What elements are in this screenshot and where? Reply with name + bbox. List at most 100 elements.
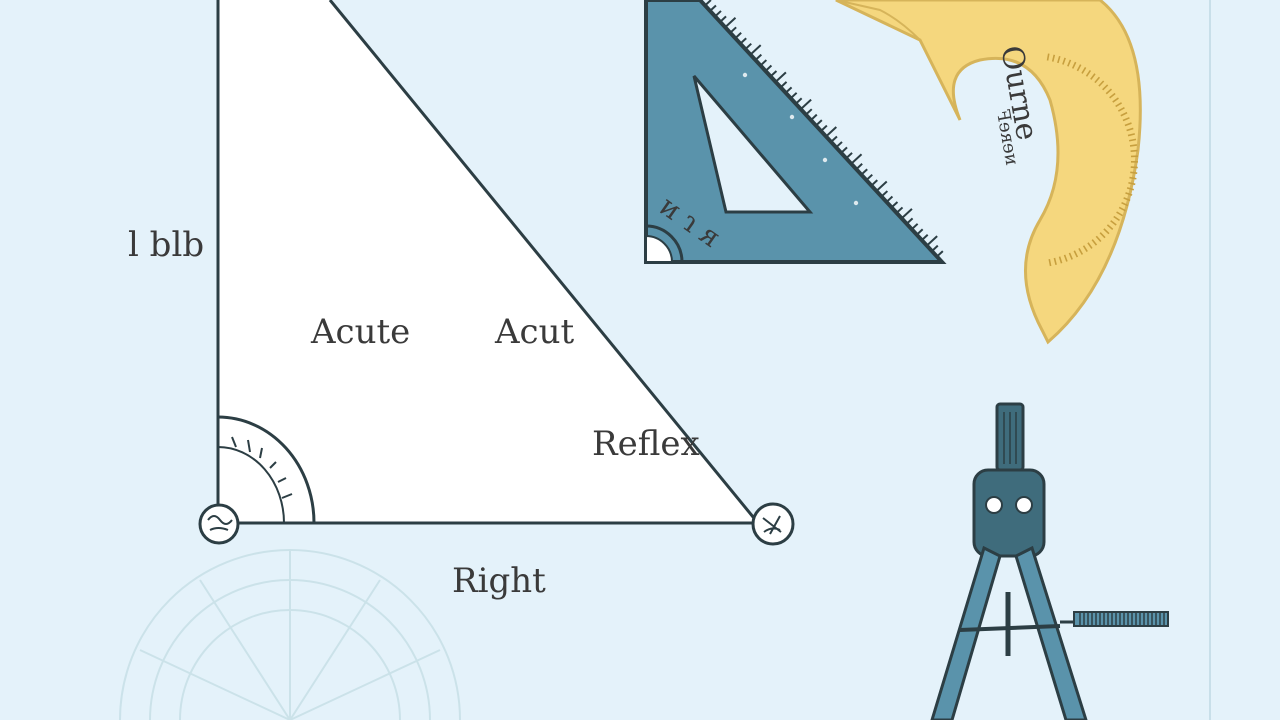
tick-mark bbox=[820, 124, 828, 132]
tick-mark bbox=[1109, 92, 1116, 99]
angle-label-acute-2: Acut bbox=[494, 312, 574, 352]
tick-mark bbox=[850, 153, 863, 165]
tick-mark bbox=[1085, 70, 1092, 77]
tick-mark bbox=[810, 113, 818, 121]
tick-mark bbox=[1082, 245, 1088, 253]
tick-mark bbox=[734, 32, 742, 39]
tick-mark bbox=[1112, 97, 1119, 103]
tick-mark bbox=[1106, 224, 1114, 231]
tick-mark bbox=[1126, 187, 1135, 191]
tick-mark bbox=[911, 223, 919, 230]
tick-mark bbox=[865, 173, 873, 181]
tick-mark bbox=[921, 234, 929, 241]
tick-mark bbox=[1126, 127, 1134, 132]
tick-mark bbox=[880, 190, 889, 198]
tick-mark bbox=[805, 108, 813, 116]
tick-mark bbox=[1090, 73, 1096, 80]
tick-mark bbox=[875, 180, 888, 192]
tick-mark bbox=[855, 163, 863, 170]
tick-mark bbox=[1105, 88, 1113, 95]
tick-mark bbox=[1051, 54, 1056, 62]
tick-mark bbox=[1071, 61, 1077, 69]
tick-mark bbox=[1057, 55, 1061, 64]
tick-mark bbox=[779, 81, 788, 89]
tick-mark bbox=[1073, 250, 1079, 258]
tick-mark bbox=[1128, 138, 1137, 142]
tick-mark bbox=[916, 228, 924, 236]
protractor-icon: Ourne ꟻɘᴙɘᴎ bbox=[835, 0, 1142, 345]
tick-mark bbox=[1068, 252, 1073, 260]
tick-mark bbox=[1098, 80, 1105, 87]
tick-mark bbox=[926, 235, 938, 247]
tick-mark bbox=[1130, 149, 1138, 152]
tick-mark bbox=[1130, 171, 1138, 174]
tick-mark bbox=[860, 168, 868, 176]
tick-mark bbox=[1129, 176, 1137, 180]
tick-mark bbox=[1118, 206, 1126, 212]
tick-mark bbox=[1053, 257, 1057, 265]
tick-mark bbox=[1067, 59, 1072, 67]
tick-mark bbox=[1099, 232, 1106, 239]
set-square-ticks bbox=[704, 0, 944, 258]
tick-mark bbox=[931, 244, 939, 252]
tick-mark bbox=[709, 4, 717, 12]
tick-mark bbox=[890, 201, 899, 209]
right-triangle bbox=[218, 0, 758, 523]
tick-mark bbox=[906, 217, 914, 225]
tick-mark bbox=[739, 37, 747, 45]
tick-mark bbox=[1124, 122, 1132, 127]
tick-mark bbox=[754, 53, 763, 61]
compass-icon bbox=[930, 402, 1169, 720]
tick-mark bbox=[785, 86, 793, 94]
tick-mark bbox=[1121, 201, 1129, 207]
tick-mark bbox=[1076, 64, 1082, 72]
compass-screw-ticks bbox=[1079, 613, 1165, 625]
right-angle-arc-icon bbox=[217, 415, 316, 524]
tick-mark bbox=[1078, 247, 1084, 255]
tick-mark bbox=[840, 146, 848, 154]
tick-mark bbox=[815, 119, 823, 127]
tick-mark bbox=[1081, 67, 1087, 74]
tick-mark bbox=[1062, 57, 1066, 65]
tick-mark bbox=[895, 206, 904, 214]
tick-mark bbox=[845, 152, 853, 160]
tick-mark bbox=[1116, 211, 1123, 217]
tick-mark bbox=[1122, 117, 1130, 122]
tick-mark bbox=[1046, 53, 1050, 61]
vertex-right-circle bbox=[751, 502, 795, 546]
tick-mark bbox=[749, 44, 762, 56]
tick-mark bbox=[1087, 242, 1093, 249]
tick-mark bbox=[1128, 181, 1136, 186]
tick-mark bbox=[1094, 76, 1101, 84]
tick-mark bbox=[1095, 235, 1102, 243]
tick-mark bbox=[1125, 192, 1133, 196]
tick-mark bbox=[1115, 102, 1123, 108]
tick-mark bbox=[1048, 258, 1052, 267]
tick-mark bbox=[1102, 84, 1109, 91]
tick-mark bbox=[719, 15, 727, 23]
side-bottom-label: Right bbox=[452, 561, 546, 601]
tick-mark bbox=[1091, 239, 1098, 246]
tick-mark bbox=[714, 10, 722, 18]
triangle-hypotenuse bbox=[328, 0, 760, 524]
faded-protractor-icon bbox=[119, 549, 461, 720]
tick-mark bbox=[1113, 215, 1120, 222]
tick-mark bbox=[759, 59, 768, 67]
tick-mark bbox=[1123, 197, 1131, 202]
tick-mark bbox=[1129, 144, 1138, 147]
tick-mark bbox=[774, 71, 787, 83]
tick-mark bbox=[1103, 228, 1110, 235]
angle-label-acute-1: Acute bbox=[310, 312, 410, 352]
tick-mark bbox=[1058, 256, 1063, 264]
tick-mark bbox=[1117, 106, 1125, 112]
tick-mark bbox=[1120, 111, 1128, 117]
tick-mark bbox=[830, 135, 838, 143]
tick-mark bbox=[825, 126, 838, 138]
tick-mark bbox=[729, 26, 737, 34]
tick-mark bbox=[744, 42, 752, 50]
side-left-label: l blb bbox=[128, 225, 204, 265]
tick-mark bbox=[936, 250, 944, 258]
tick-mark bbox=[900, 208, 913, 220]
tick-mark bbox=[764, 64, 773, 72]
